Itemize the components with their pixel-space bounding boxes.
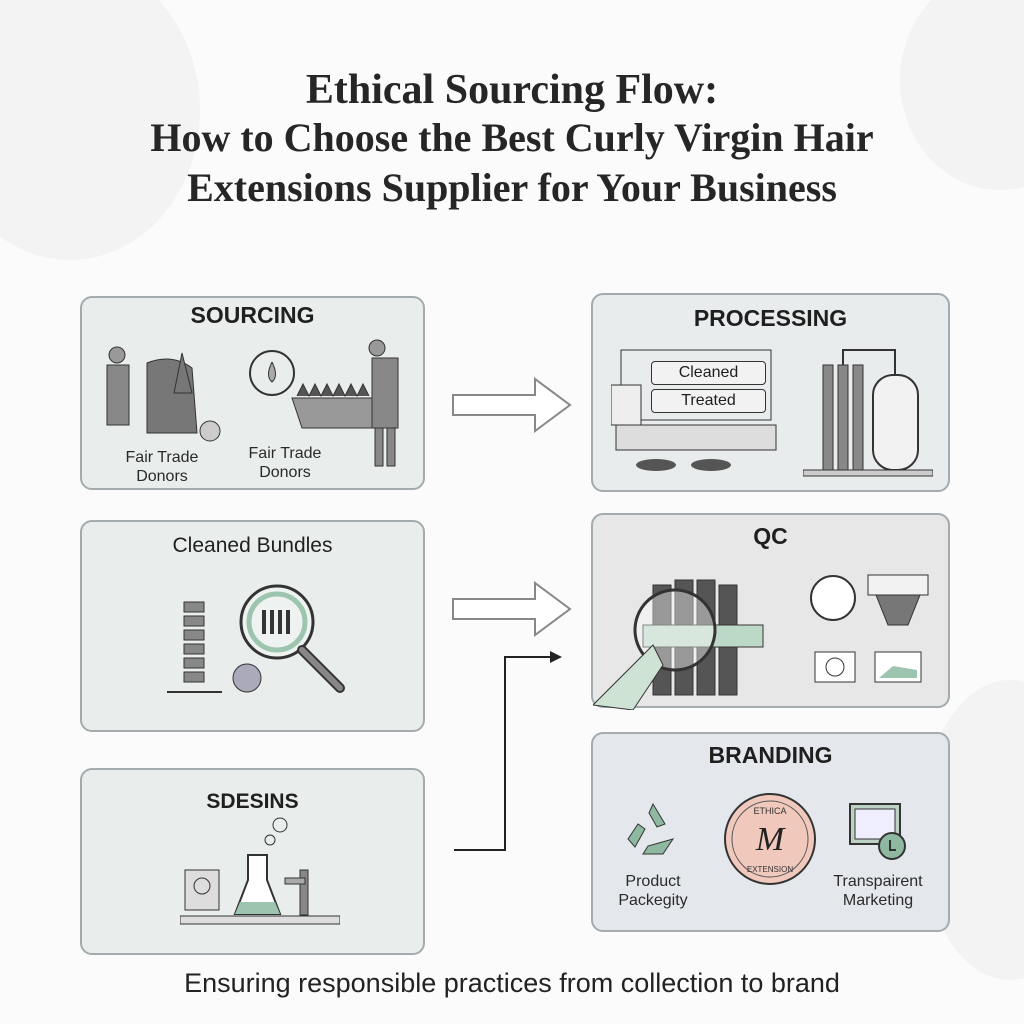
globe-device-icon xyxy=(810,574,929,626)
gauge-chart-icon xyxy=(814,651,922,683)
processing-title: PROCESSING xyxy=(693,305,848,331)
arrow-cleaned-to-qc xyxy=(452,581,572,637)
arrow-sourcing-to-processing xyxy=(452,377,572,433)
sourcing-card: SOURCING Fair Trade Donors Fair Trade Do… xyxy=(80,296,425,490)
qc-card: QC xyxy=(591,513,950,710)
product-packaging-label: Product Packegity xyxy=(618,873,688,909)
title-line-3: Extensions Supplier for Your Business xyxy=(187,165,837,210)
qc-title: QC xyxy=(753,523,788,549)
title-line-2: How to Choose the Best Curly Virgin Hair xyxy=(150,115,874,160)
tank-column-icon xyxy=(803,349,933,477)
branding-title: BRANDING xyxy=(708,742,833,768)
washing-worker-icon xyxy=(291,339,399,467)
sourcing-label-2: Fair Trade Donors xyxy=(248,445,322,481)
transparent-marketing-label: Transpairent Marketing xyxy=(833,873,923,909)
lab-equipment-icon xyxy=(180,817,340,925)
hand-magnifier-icon xyxy=(593,579,764,710)
svg-text:M: M xyxy=(755,821,786,858)
ethica-seal-logo: M ETHICA EXTENSION xyxy=(724,793,816,885)
svg-text:ETHICA: ETHICA xyxy=(753,806,786,816)
hair-donor-icon xyxy=(106,346,221,442)
connector-sdesins-to-qc xyxy=(454,651,562,851)
footer-tagline: Ensuring responsible practices from coll… xyxy=(184,968,840,998)
tag-treated: Treated xyxy=(651,389,766,413)
svg-text:EXTENSION: EXTENSION xyxy=(747,865,793,874)
cleaned-bundles-card: Cleaned Bundles xyxy=(80,520,425,732)
sdesins-title: SDESINS xyxy=(206,790,299,813)
recycle-icon xyxy=(627,802,675,855)
magnifier-bundles-icon xyxy=(167,584,345,693)
cleaned-bundles-title: Cleaned Bundles xyxy=(172,534,333,557)
hair-follicle-icon xyxy=(249,350,295,396)
branding-card: BRANDING Product Packegity M ETHICA EXTENS… xyxy=(591,732,950,932)
sdesins-card: SDESINS xyxy=(80,768,425,955)
processing-card: PROCESSING Cleaned Treated xyxy=(591,293,950,492)
marketing-board-icon xyxy=(849,803,906,860)
sourcing-title: SOURCING xyxy=(190,302,315,328)
processing-machine-icon xyxy=(611,349,777,471)
sourcing-label-1: Fair Trade Donors xyxy=(125,449,199,485)
tag-cleaned: Cleaned xyxy=(651,361,766,385)
title-line-1: Ethical Sourcing Flow: xyxy=(305,67,719,113)
